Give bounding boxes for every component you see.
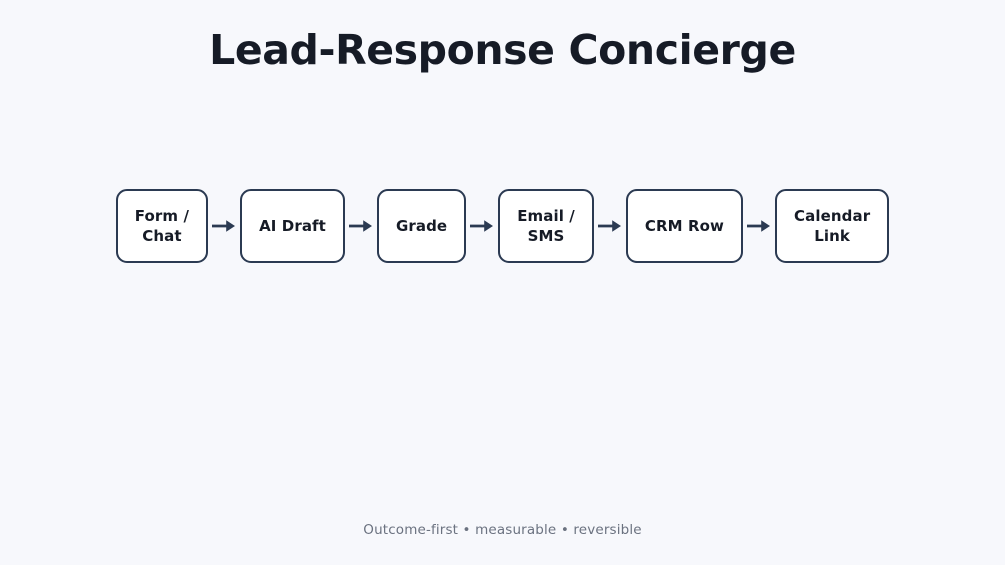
flow-node-label: Calendar Link xyxy=(794,206,871,245)
flow-node-crm-row[interactable]: CRM Row xyxy=(625,189,744,263)
flow-diagram: Form / Chat AI Draft Grade xyxy=(0,189,1005,263)
arrow-right-icon xyxy=(345,214,377,238)
footer-caption: Outcome-first • measurable • reversible xyxy=(363,522,642,538)
flow-node-label: AI Draft xyxy=(259,216,326,235)
flow-node-email-sms[interactable]: Email / SMS xyxy=(498,189,594,263)
arrow-right-icon xyxy=(743,214,775,238)
flow-node-calendar-link[interactable]: Calendar Link xyxy=(775,189,890,263)
flow-node-label: CRM Row xyxy=(644,216,725,235)
flow-node-form-chat[interactable]: Form / Chat xyxy=(115,189,209,263)
arrow-right-icon xyxy=(466,214,498,238)
flow-node-ai-draft[interactable]: AI Draft xyxy=(240,189,345,263)
flow-row: Form / Chat AI Draft Grade xyxy=(115,189,890,263)
arrow-right-icon xyxy=(594,214,626,238)
flow-node-label: Form / Chat xyxy=(134,206,190,245)
page-title: Lead-Response Concierge xyxy=(209,26,796,74)
flow-node-grade[interactable]: Grade xyxy=(376,189,467,263)
flow-node-label: Email / SMS xyxy=(517,206,575,245)
flow-node-label: Grade xyxy=(395,216,448,235)
arrow-right-icon xyxy=(208,214,240,238)
